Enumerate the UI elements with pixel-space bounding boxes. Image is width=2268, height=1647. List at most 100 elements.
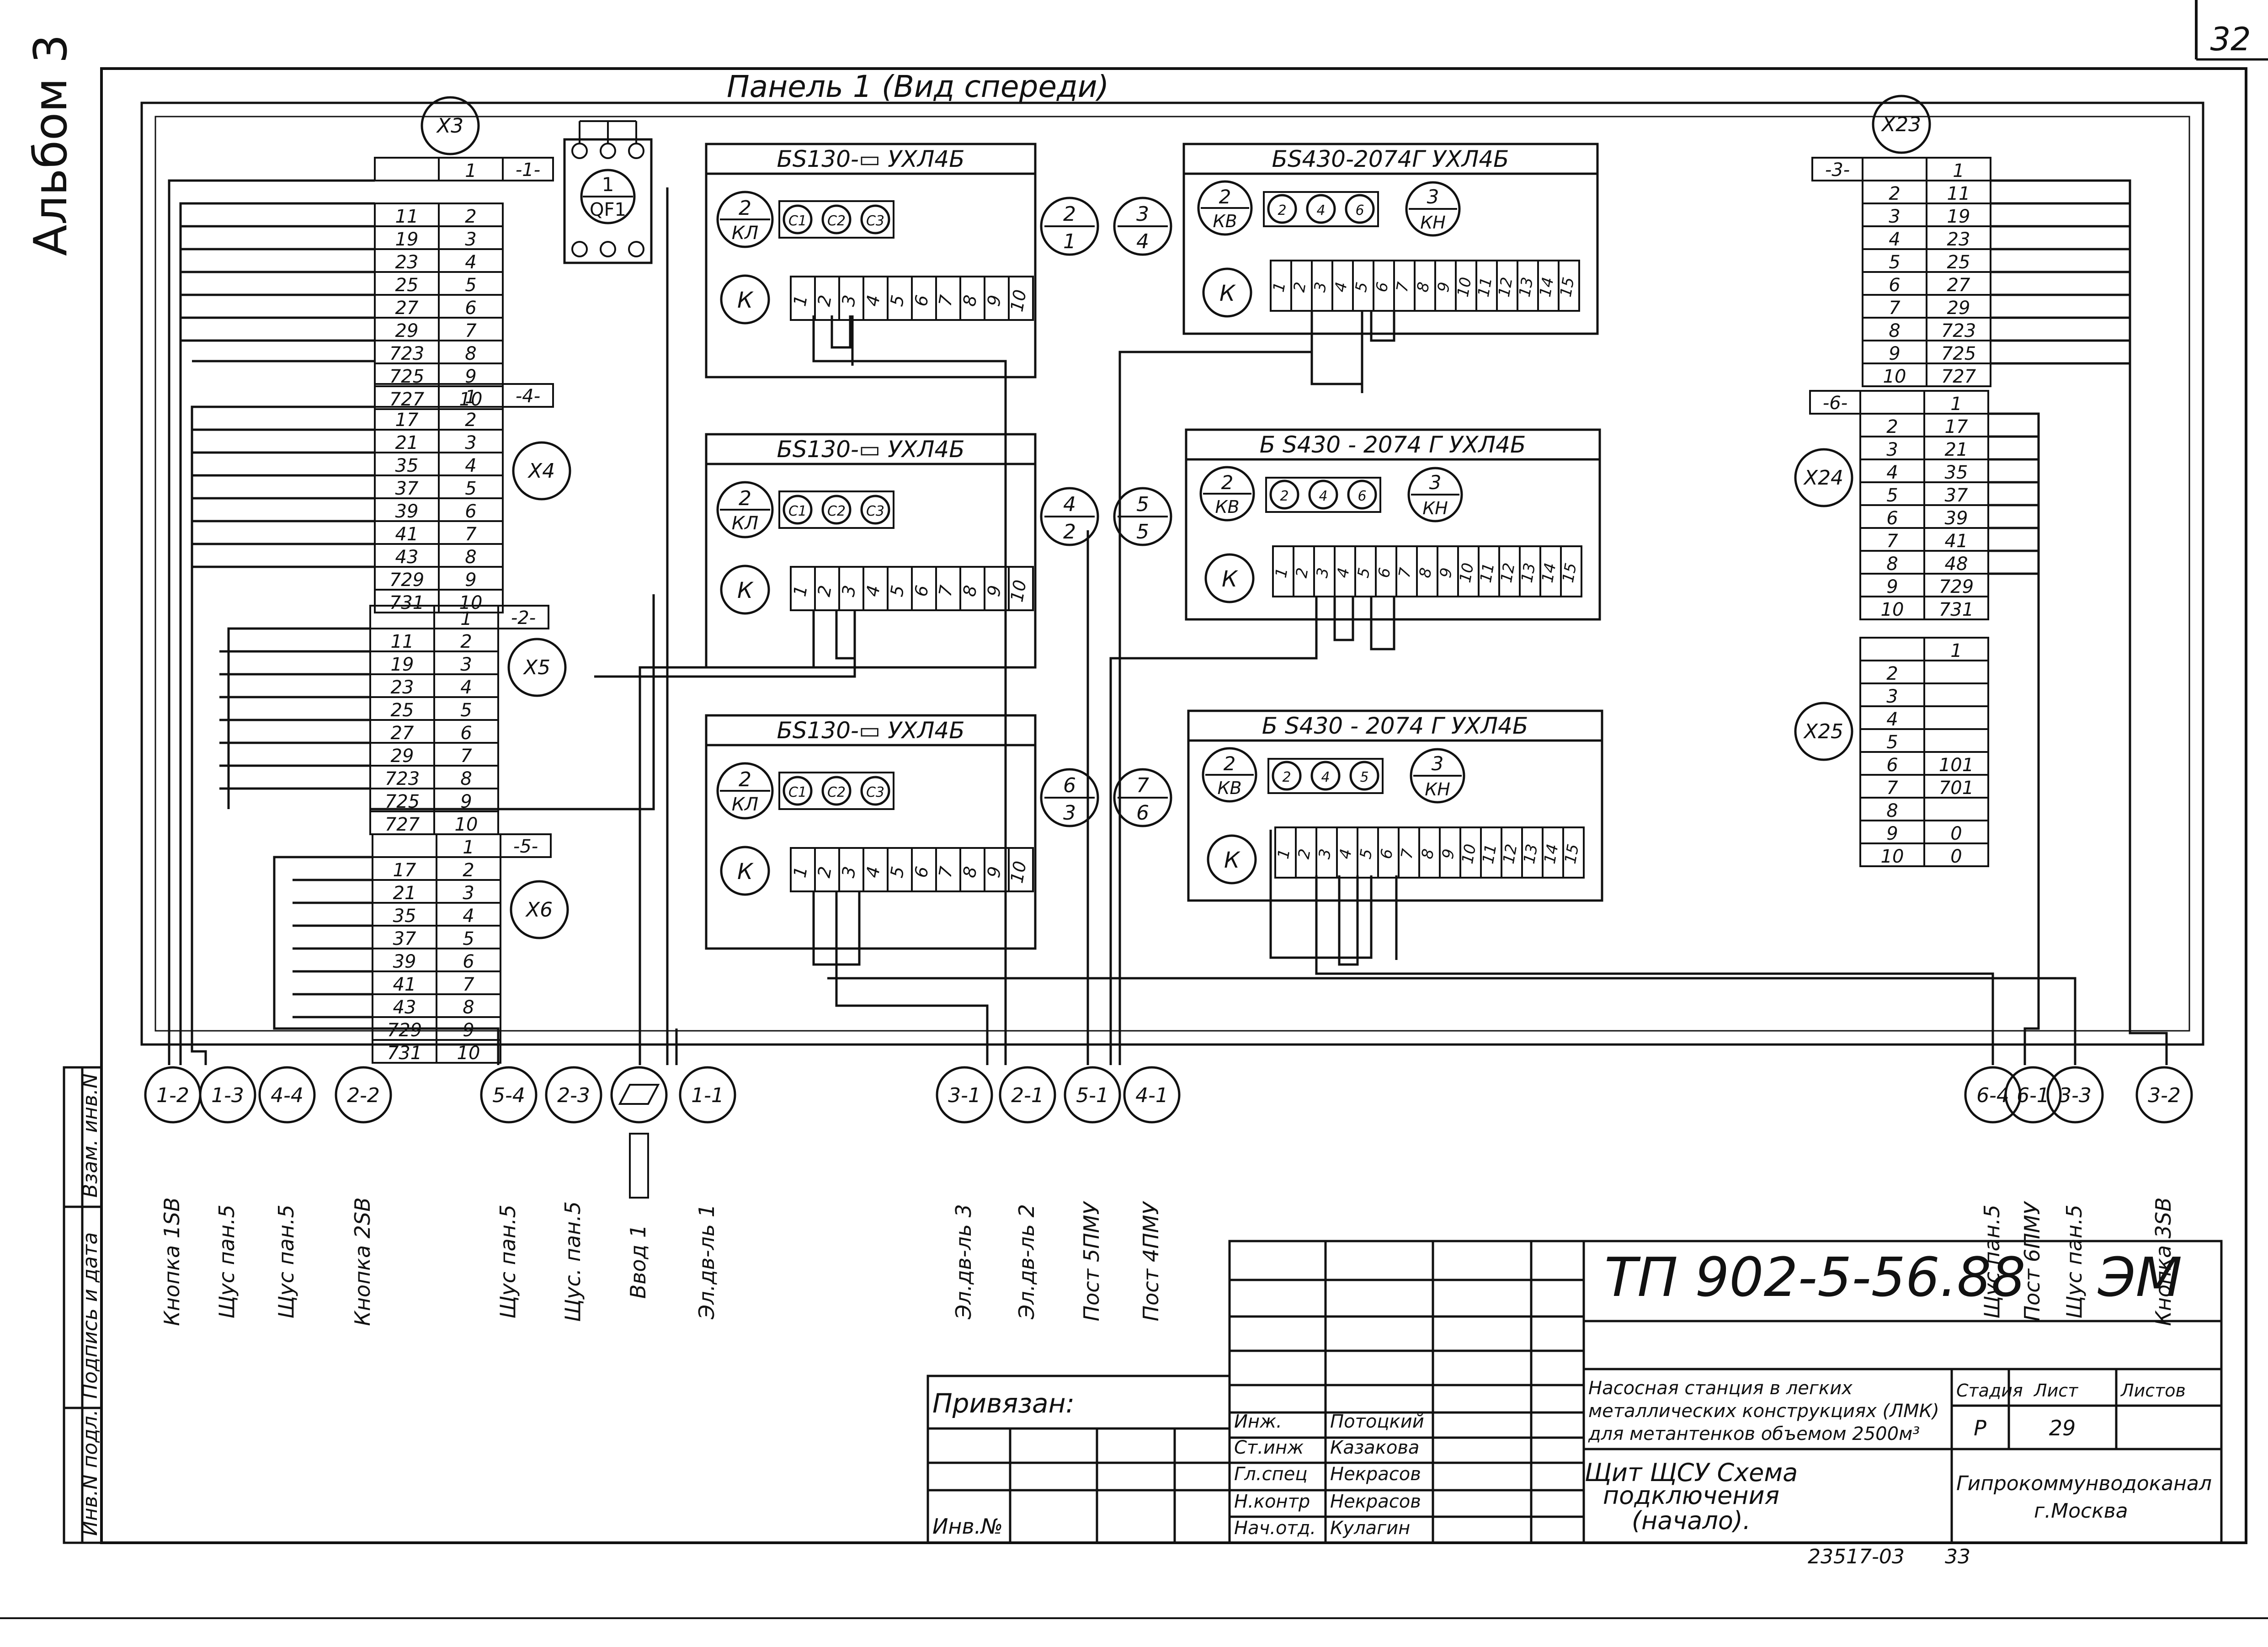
input-symbol-icon bbox=[618, 1084, 660, 1105]
terminal-cell: 39 bbox=[1945, 508, 1968, 529]
contactor-pin: 13 bbox=[1516, 276, 1537, 298]
terminal-cell: 3 bbox=[460, 654, 472, 675]
relay-pin: 6 bbox=[910, 293, 932, 308]
terminal-block-header: -5- bbox=[513, 836, 538, 857]
terminal-cell: 8 bbox=[1886, 554, 1898, 575]
terminal-cell: 23 bbox=[391, 677, 414, 698]
wire bbox=[594, 610, 856, 678]
relay-pin: 10 bbox=[1006, 859, 1030, 885]
terminal-cell: 6 bbox=[460, 723, 472, 744]
contactor-coil bbox=[1199, 466, 1255, 522]
terminal-cell: 6 bbox=[1886, 508, 1898, 529]
terminal-cell: 23 bbox=[395, 252, 419, 273]
connector-label: X6 bbox=[525, 898, 553, 922]
terminal-cell: 4 bbox=[460, 677, 472, 698]
terminal-cell: 731 bbox=[387, 1043, 422, 1064]
terminal-cell: 4 bbox=[463, 906, 474, 927]
contactor-kn-number: 3 bbox=[1429, 471, 1442, 494]
relay-title: БS130-▭ УХЛ4Б bbox=[777, 146, 964, 172]
contactor-contact bbox=[1272, 761, 1302, 791]
terminal-cell: 4 bbox=[465, 252, 476, 273]
contactor-contact-label: 4 bbox=[1319, 488, 1327, 504]
link-marker: 55 bbox=[1113, 487, 1172, 546]
terminal-cell: 3 bbox=[1889, 206, 1900, 227]
bottom-terminal-id: 3-1 bbox=[948, 1084, 981, 1107]
relay-pin: 3 bbox=[838, 293, 860, 308]
terminal-cell: 10 bbox=[455, 814, 478, 835]
relay-pin: 8 bbox=[959, 584, 981, 598]
wire bbox=[179, 202, 375, 1065]
link-marker-bottom: 4 bbox=[1136, 230, 1149, 253]
relay-contact-label: С2 bbox=[827, 784, 846, 800]
contactor-contact bbox=[1269, 480, 1299, 510]
relay-title: БS130-▭ УХЛ4Б bbox=[777, 436, 964, 463]
connector-label: X5 bbox=[523, 656, 550, 679]
wire bbox=[1370, 597, 1395, 650]
bottom-terminal-label: Кнопка 3SB bbox=[2151, 1197, 2176, 1326]
relay-k-label: К bbox=[737, 578, 754, 603]
terminal-cell: 1 bbox=[1953, 160, 1964, 181]
terminal-cell: 2 bbox=[1889, 183, 1900, 204]
qf1-label: QF1 bbox=[590, 199, 626, 220]
contactor-contact-label: 4 bbox=[1316, 203, 1325, 219]
order-no: 23517-03 bbox=[1808, 1545, 1905, 1568]
terminal-cell: 729 bbox=[389, 570, 424, 591]
terminal-cell: 6 bbox=[463, 951, 474, 972]
terminal-cell: 2 bbox=[463, 860, 474, 881]
terminal-cell: 725 bbox=[1941, 343, 1976, 364]
wire bbox=[1370, 311, 1395, 342]
album-label: Альбом 3 bbox=[24, 34, 77, 256]
contactor-contact bbox=[1308, 480, 1338, 510]
contactor-coil bbox=[1197, 180, 1253, 236]
terminal-cell: 4 bbox=[1889, 229, 1900, 250]
terminal-block-header: -1- bbox=[516, 160, 540, 181]
relay-pin: 1 bbox=[789, 293, 811, 308]
doc-mark: ЭМ bbox=[2098, 1246, 2182, 1309]
wire bbox=[1988, 412, 2040, 1065]
terminal-cell: 10 bbox=[1881, 846, 1904, 867]
contactor-pin: 9 bbox=[1434, 281, 1454, 293]
terminal-cell: 17 bbox=[395, 410, 419, 431]
wire bbox=[1333, 597, 1354, 641]
contactor-pin: 6 bbox=[1377, 847, 1397, 860]
contactor-kn-label: КН bbox=[1420, 213, 1446, 233]
contactor-pin: 7 bbox=[1398, 847, 1417, 861]
qf1-breaker: 1 QF1 bbox=[563, 120, 653, 264]
link-marker: 34 bbox=[1113, 197, 1172, 256]
relay-contact bbox=[821, 776, 852, 806]
wire bbox=[835, 951, 989, 1065]
relay-pin: 7 bbox=[935, 293, 957, 308]
link-marker-bottom: 3 bbox=[1063, 801, 1076, 825]
bottom-terminal-label: Кнопка 2SB bbox=[350, 1197, 375, 1326]
link-marker-bottom: 2 bbox=[1063, 520, 1076, 544]
relay-contact-label: С1 bbox=[788, 784, 807, 800]
contactor-contact-label: 4 bbox=[1321, 769, 1330, 785]
wire bbox=[1310, 311, 1363, 385]
terminal-cell: 3 bbox=[1886, 686, 1898, 707]
bottom-terminal-label: Щус пан.5 bbox=[1980, 1205, 2004, 1319]
contactor-coil-label: КВ bbox=[1213, 211, 1237, 231]
connector-x3: X3 bbox=[421, 96, 480, 155]
relay-pin: 4 bbox=[862, 293, 884, 308]
contactor-pin: 13 bbox=[1520, 842, 1542, 865]
terminal-cell: 11 bbox=[1947, 183, 1970, 204]
terminal-cell: 5 bbox=[465, 275, 476, 296]
link-marker-bottom: 5 bbox=[1136, 520, 1149, 544]
relay-pin: 8 bbox=[959, 293, 981, 308]
relay-pin: 10 bbox=[1006, 578, 1030, 603]
contactor-pin: 8 bbox=[1416, 566, 1436, 579]
terminal-cell: 2 bbox=[1886, 663, 1898, 684]
terminal-cell: 37 bbox=[1945, 485, 1968, 506]
contactor-kn-number: 3 bbox=[1432, 752, 1444, 775]
terminal-block-header: -4- bbox=[516, 386, 540, 407]
relay-contact-label: С3 bbox=[866, 503, 884, 519]
relay-title: БS130-▭ УХЛ4Б bbox=[777, 717, 964, 744]
link-marker: 21 bbox=[1040, 197, 1099, 256]
wire bbox=[1269, 830, 1373, 959]
